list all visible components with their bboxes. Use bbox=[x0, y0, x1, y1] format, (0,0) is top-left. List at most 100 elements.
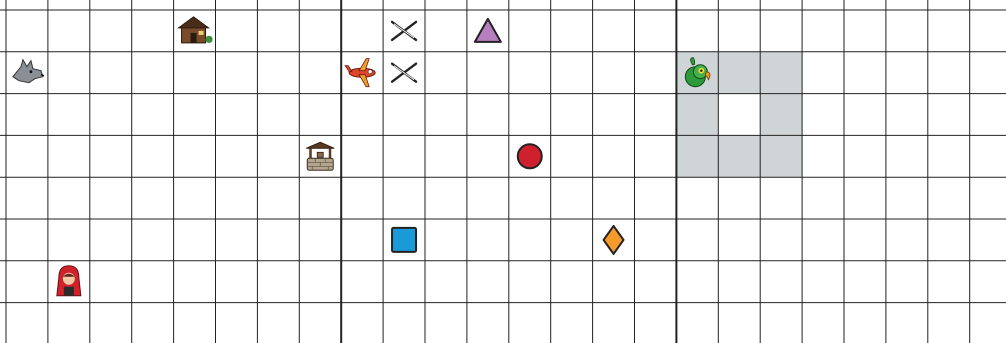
grid-cell[interactable] bbox=[48, 219, 90, 261]
grid-cell[interactable] bbox=[676, 94, 718, 136]
grid-cell[interactable] bbox=[551, 94, 593, 136]
red-riding-hood-icon[interactable] bbox=[57, 266, 81, 296]
grid-cell[interactable] bbox=[383, 303, 425, 343]
grid-cell[interactable] bbox=[635, 177, 677, 219]
grid-cell[interactable] bbox=[760, 10, 802, 52]
grid-cell[interactable] bbox=[257, 261, 299, 303]
grid-cell[interactable] bbox=[216, 177, 258, 219]
grid-cell[interactable] bbox=[299, 94, 341, 136]
grid-cell[interactable] bbox=[425, 219, 467, 261]
grid-cell[interactable] bbox=[802, 261, 844, 303]
grid-cell[interactable] bbox=[216, 219, 258, 261]
grid-cell[interactable] bbox=[928, 94, 970, 136]
grid-cell[interactable] bbox=[216, 10, 258, 52]
grid-cell[interactable] bbox=[551, 261, 593, 303]
grid-cell[interactable] bbox=[341, 10, 383, 52]
grid-cell[interactable] bbox=[425, 135, 467, 177]
grid-cell[interactable] bbox=[760, 219, 802, 261]
grid-cell[interactable] bbox=[844, 10, 886, 52]
grid-cell[interactable] bbox=[551, 52, 593, 94]
grid-cell[interactable] bbox=[6, 261, 48, 303]
grid-cell[interactable] bbox=[216, 303, 258, 343]
grid-cell[interactable] bbox=[593, 52, 635, 94]
grid-cell[interactable] bbox=[467, 219, 509, 261]
grid-cell[interactable] bbox=[48, 52, 90, 94]
grid-cell[interactable] bbox=[299, 177, 341, 219]
grid-cell[interactable] bbox=[383, 177, 425, 219]
grid-cell[interactable] bbox=[299, 261, 341, 303]
grid-cell[interactable] bbox=[970, 135, 1006, 177]
grid-cell[interactable] bbox=[635, 94, 677, 136]
grid-cell[interactable] bbox=[635, 52, 677, 94]
grid-cell[interactable] bbox=[718, 52, 760, 94]
grid-cell[interactable] bbox=[551, 135, 593, 177]
grid-cell[interactable] bbox=[676, 303, 718, 343]
grid-cell[interactable] bbox=[718, 303, 760, 343]
grid-cell[interactable] bbox=[635, 303, 677, 343]
grid-cell[interactable] bbox=[48, 10, 90, 52]
grid-cell[interactable] bbox=[132, 261, 174, 303]
grid-cell[interactable] bbox=[509, 219, 551, 261]
grid-cell[interactable] bbox=[886, 261, 928, 303]
grid-cell[interactable] bbox=[90, 177, 132, 219]
grid-cell[interactable] bbox=[48, 135, 90, 177]
grid-cell[interactable] bbox=[928, 303, 970, 343]
grid-cell[interactable] bbox=[886, 52, 928, 94]
grid-cell[interactable] bbox=[760, 52, 802, 94]
grid-cell[interactable] bbox=[6, 177, 48, 219]
grid-cell[interactable] bbox=[928, 261, 970, 303]
grid-cell[interactable] bbox=[341, 303, 383, 343]
grid-cell[interactable] bbox=[467, 303, 509, 343]
grid-cell[interactable] bbox=[216, 94, 258, 136]
grid-cell[interactable] bbox=[90, 219, 132, 261]
grid-cell[interactable] bbox=[802, 10, 844, 52]
grid-cell[interactable] bbox=[844, 94, 886, 136]
grid-cell[interactable] bbox=[760, 135, 802, 177]
grid-cell[interactable] bbox=[257, 94, 299, 136]
grid-cell[interactable] bbox=[635, 261, 677, 303]
grid-cell[interactable] bbox=[676, 177, 718, 219]
grid-cell[interactable] bbox=[467, 261, 509, 303]
grid-cell[interactable] bbox=[509, 94, 551, 136]
grid-cell[interactable] bbox=[257, 303, 299, 343]
grid-cell[interactable] bbox=[970, 219, 1006, 261]
grid-cell[interactable] bbox=[341, 177, 383, 219]
grid-cell[interactable] bbox=[928, 52, 970, 94]
grid-cell[interactable] bbox=[425, 177, 467, 219]
grid-cell[interactable] bbox=[48, 94, 90, 136]
grid-cell[interactable] bbox=[216, 261, 258, 303]
grid-cell[interactable] bbox=[928, 10, 970, 52]
grid-cell[interactable] bbox=[299, 52, 341, 94]
grid-cell[interactable] bbox=[886, 177, 928, 219]
grid-cell[interactable] bbox=[718, 219, 760, 261]
grid-cell[interactable] bbox=[844, 219, 886, 261]
grid-cell[interactable] bbox=[467, 94, 509, 136]
grid-cell[interactable] bbox=[635, 10, 677, 52]
grid-cell[interactable] bbox=[928, 177, 970, 219]
grid-cell[interactable] bbox=[718, 135, 760, 177]
grid-cell[interactable] bbox=[760, 94, 802, 136]
grid-cell[interactable] bbox=[132, 219, 174, 261]
grid-cell[interactable] bbox=[425, 10, 467, 52]
grid-cell[interactable] bbox=[886, 135, 928, 177]
grid-cell[interactable] bbox=[174, 135, 216, 177]
blue-square[interactable] bbox=[392, 228, 416, 252]
grid-cell[interactable] bbox=[467, 177, 509, 219]
grid-cell[interactable] bbox=[970, 94, 1006, 136]
grid-cell[interactable] bbox=[593, 261, 635, 303]
grid-cell[interactable] bbox=[509, 303, 551, 343]
grid-cell[interactable] bbox=[299, 219, 341, 261]
grid-cell[interactable] bbox=[718, 261, 760, 303]
grid-cell[interactable] bbox=[928, 135, 970, 177]
grid-cell[interactable] bbox=[383, 135, 425, 177]
grid-cell[interactable] bbox=[132, 10, 174, 52]
grid-cell[interactable] bbox=[132, 303, 174, 343]
grid-cell[interactable] bbox=[970, 303, 1006, 343]
grid-cell[interactable] bbox=[132, 135, 174, 177]
grid-cell[interactable] bbox=[718, 177, 760, 219]
grid-cell[interactable] bbox=[760, 177, 802, 219]
grid-cell[interactable] bbox=[635, 135, 677, 177]
red-circle[interactable] bbox=[518, 144, 542, 168]
grid-cell[interactable] bbox=[802, 177, 844, 219]
grid-cell[interactable] bbox=[718, 94, 760, 136]
